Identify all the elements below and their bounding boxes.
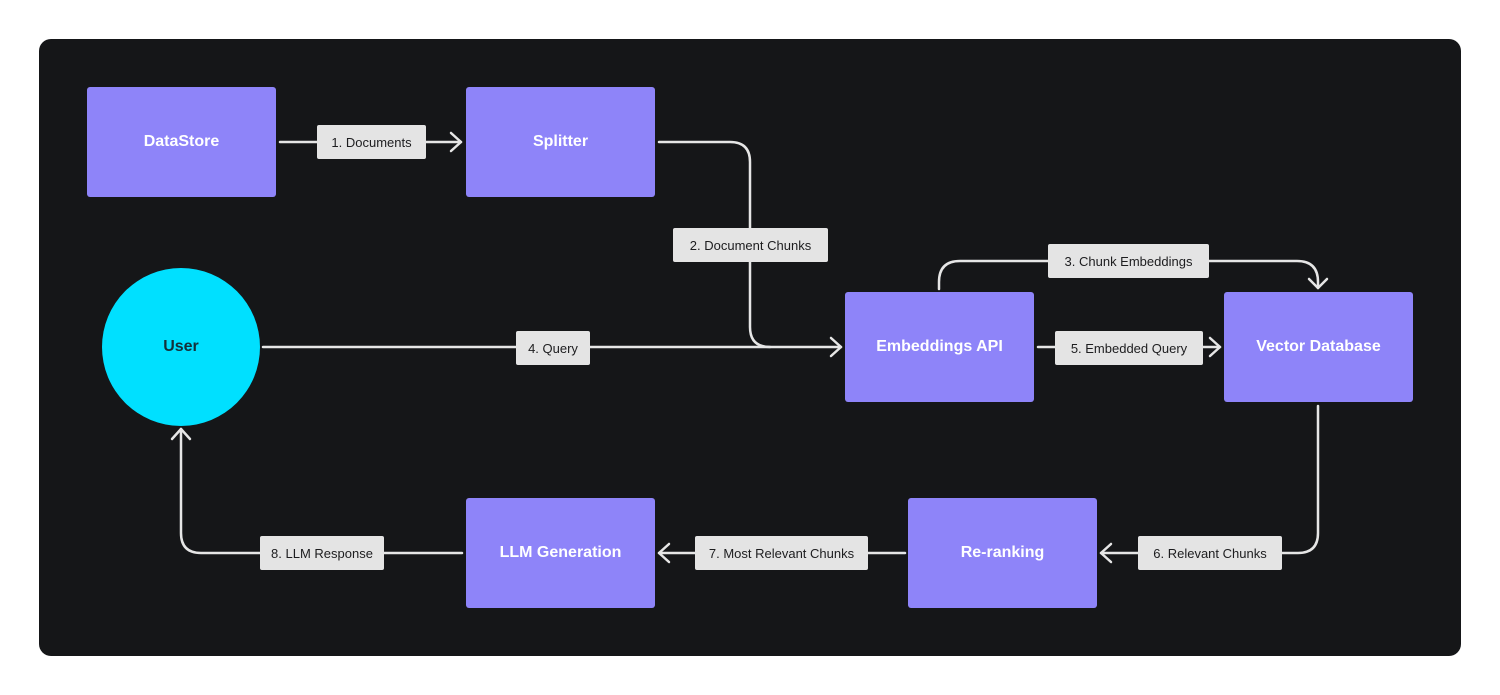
arrow-llm-response [179,427,464,555]
node-user-label: User [163,338,199,355]
node-splitter-label: Splitter [532,133,589,150]
node-re-ranking: Re-ranking [908,498,1097,608]
node-re-ranking-label: Re-ranking [960,544,1045,561]
node-embeddings-api: Embeddings API [845,292,1034,402]
arrow-relevant-chunks [1099,404,1320,555]
node-user: User [102,268,260,426]
arrowhead-chunk-embeddings [1307,277,1329,290]
node-splitter: Splitter [466,87,655,197]
node-datastore: DataStore [87,87,276,197]
edge-label-document-chunks: 2. Document Chunks [673,228,828,262]
node-embeddings-api-label: Embeddings API [876,338,1003,355]
edge-label-chunk-embeddings: 3. Chunk Embeddings [1048,244,1209,278]
edge-label-llm-response: 8. LLM Response [260,536,384,570]
edge-label-relevant-chunks: 6. Relevant Chunks [1138,536,1282,570]
arrowhead-query [829,336,843,358]
edge-label-embedded-query: 5. Embedded Query [1055,331,1203,365]
node-vector-database-label: Vector Database [1256,338,1381,355]
arrow-document-chunks [657,140,772,349]
edge-label-query: 4. Query [516,331,590,365]
arrowhead-most-relevant-chunks [657,542,671,564]
arrowhead-embedded-query [1208,336,1222,358]
node-vector-database: Vector Database [1224,292,1413,402]
arrowhead-relevant-chunks [1099,542,1113,564]
arrowhead-documents [449,131,463,153]
edge-label-documents: 1. Documents [317,125,426,159]
node-llm-generation: LLM Generation [466,498,655,608]
node-llm-generation-label: LLM Generation [499,544,622,561]
edge-label-most-relevant-chunks: 7. Most Relevant Chunks [695,536,868,570]
node-datastore-label: DataStore [143,133,220,150]
arrowhead-llm-response [170,427,192,441]
